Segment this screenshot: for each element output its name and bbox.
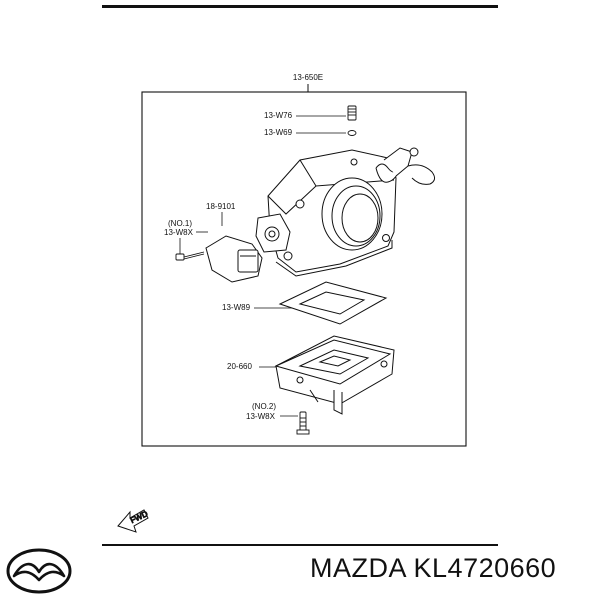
- bolt-w76: [347, 105, 357, 121]
- screw-no1: [175, 251, 205, 261]
- label-no1: (NO.1): [168, 219, 192, 228]
- label-w8x-2: 13-W8X: [246, 412, 276, 421]
- label-w8x-1: 13-W8X: [164, 228, 194, 237]
- label-w89: 13-W89: [222, 303, 251, 312]
- gasket-w89: [278, 281, 388, 325]
- footer-brand-line: MAZDA KL4720660: [310, 553, 556, 584]
- label-no2: (NO.2): [252, 402, 276, 411]
- screw-no2: [296, 411, 310, 435]
- throttle-position-sensor: [205, 213, 291, 283]
- top-rule: [102, 5, 498, 8]
- label-body-660: 20-660: [227, 362, 252, 371]
- label-sensor: 18-9101: [206, 202, 236, 211]
- bottom-rule: [102, 544, 498, 546]
- lower-body-660: [274, 335, 395, 415]
- brand-name: MAZDA: [310, 553, 406, 583]
- mazda-logo-icon: [6, 548, 72, 594]
- throttle-body: [267, 147, 436, 277]
- diagram-frame: [141, 91, 467, 447]
- o-ring-w69: [347, 130, 357, 136]
- fwd-arrow-icon: FWD: [117, 509, 150, 533]
- part-number: KL4720660: [413, 553, 557, 583]
- assembly-label: 13-650E: [293, 73, 323, 82]
- label-w69: 13-W69: [264, 128, 293, 137]
- label-w76: 13-W76: [264, 111, 293, 120]
